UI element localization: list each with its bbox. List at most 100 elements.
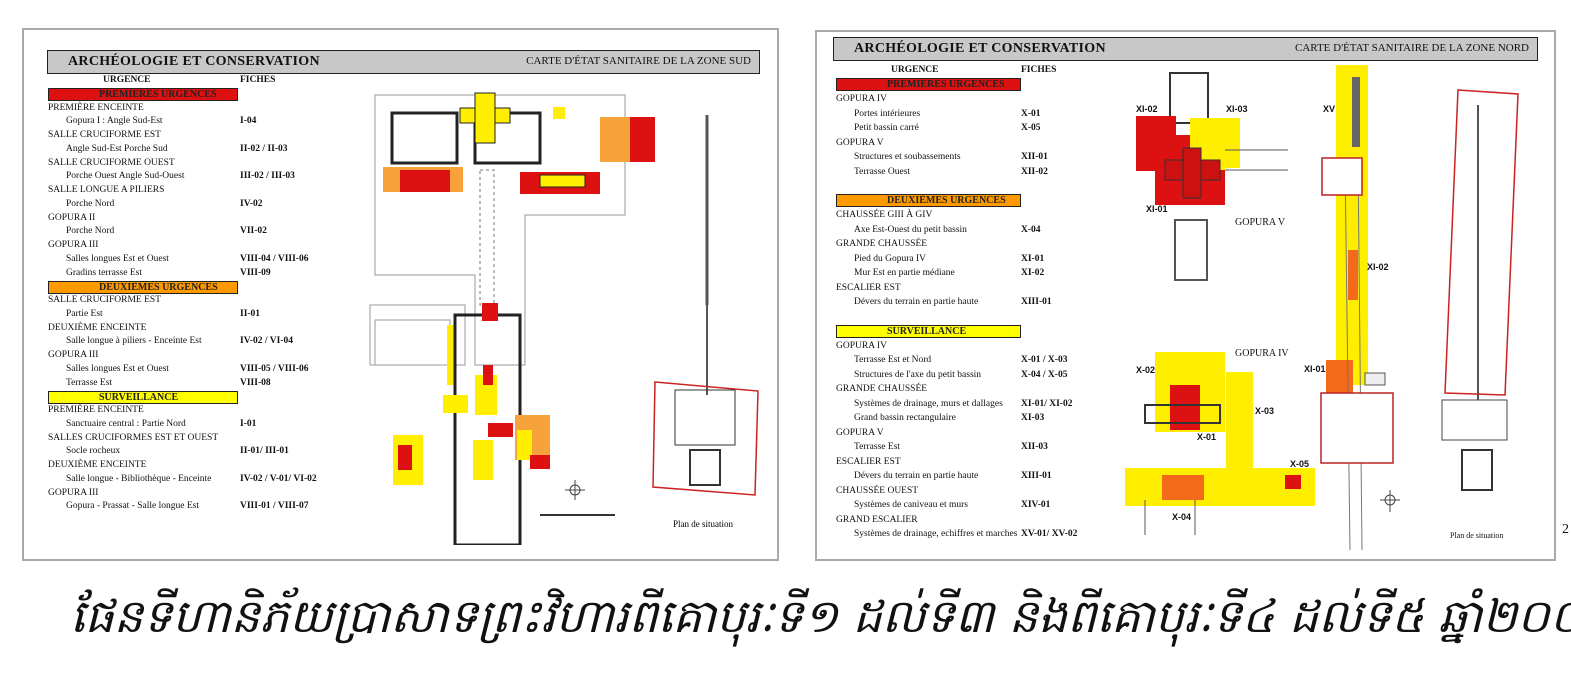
item-label: Axe Est-Ouest du petit bassin [854, 224, 967, 235]
monument-heading: DEUXIÈME ENCEINTE [48, 322, 348, 336]
item-label: Porche Nord [66, 226, 115, 237]
monument-heading: SALLE LONGUE A PILIERS [48, 184, 348, 198]
north-zone-header: ARCHÉOLOGIE ET CONSERVATION CARTE D'ÉTAT… [833, 37, 1538, 61]
monument-heading: GOPURA III [48, 239, 348, 253]
item-label: Petit bassin carré [854, 123, 919, 133]
header-title: ARCHÉOLOGIE ET CONSERVATION [854, 41, 1106, 56]
monument-heading: CHAUSSÉE GIII À GIV [836, 208, 1116, 223]
khmer-caption: ផែនទីហានិភ័យប្រាសាទព្រះវិហារពីគោបុរៈទី១ … [70, 589, 1571, 643]
fiche-code: VIII-08 [240, 377, 271, 388]
item-label: Mur Est en partie médiane [854, 268, 955, 278]
spacer [836, 310, 1116, 325]
monument-heading: PREMIÈRE ENCEINTE [48, 102, 348, 116]
list-item: Terrasse Est XII-03 [836, 440, 1116, 455]
monument-heading: GOPURA III [48, 349, 348, 363]
fiche-code: VIII-01 / VIII-07 [240, 501, 309, 512]
map-label: XI-02 [1136, 104, 1158, 114]
monument-heading: DEUXIÈME ENCEINTE [48, 459, 348, 473]
heading-label: CHAUSSÉE OUEST [836, 485, 919, 496]
map-label: X-05 [1290, 459, 1309, 469]
fiche-code: II-01/ III-01 [240, 446, 289, 457]
monument-heading: GRAND ESCALIER [836, 513, 1116, 528]
heading-label: SALLE LONGUE A PILIERS [48, 185, 165, 195]
heading-label: SALLE CRUCIFORME OUEST [48, 157, 175, 168]
monument-heading: CHAUSSÉE OUEST [836, 484, 1116, 499]
map-label: GOPURA V [1235, 217, 1286, 228]
item-label: Grand bassin rectangulaire [854, 413, 956, 423]
monument-heading: GOPURA II [48, 212, 348, 226]
fiche-code: II-01 [240, 308, 261, 319]
item-label: Socle rocheux [66, 446, 121, 457]
urgence-column-header: URGENCE [891, 65, 939, 75]
section-bar-row: PREMIERES URGENCES [836, 78, 1116, 93]
south-zone-header: ARCHÉOLOGIE ET CONSERVATION CARTE D'ÉTAT… [47, 50, 760, 74]
monument-heading: PREMIÈRE ENCEINTE [48, 404, 348, 418]
heading-label: GOPURA IV [836, 340, 887, 351]
heading-label: CHAUSSÉE GIII À GIV [836, 210, 933, 220]
plan-label: Plan de situation [1450, 531, 1503, 540]
fiche-code: XV-01/ XV-02 [1021, 529, 1078, 539]
heading-label: SALLE CRUCIFORME EST [48, 130, 161, 140]
location-frame [652, 381, 759, 496]
item-label: Gopura - Prassat - Salle longue Est [66, 501, 199, 512]
section-bar-premieres: PREMIERES URGENCES [48, 88, 238, 102]
monument-heading: GOPURA V [836, 136, 1116, 151]
fiches-column-header: FICHES [240, 75, 276, 85]
fiche-code: XI-02 [1021, 268, 1045, 278]
item-label: Terrasse Ouest [854, 166, 911, 177]
heading-label: PREMIÈRE ENCEINTE [48, 405, 144, 415]
map-label: XI-03 [1226, 104, 1248, 114]
item-label: Terrasse Est et Nord [854, 355, 932, 365]
map-label: XI-02 [1367, 262, 1389, 272]
section-bar-row: DEUXIÈMES URGENCES [48, 280, 348, 294]
item-label: Structures de l'axe du petit bassin [854, 369, 982, 380]
section-bar-row: SURVEILLANCE [836, 324, 1116, 339]
section-bar-deuxiemes: DEUXIÈMES URGENCES [48, 280, 238, 294]
urgence-column-header: URGENCE [103, 75, 151, 85]
gopura-v-frame [1321, 157, 1363, 196]
gopura-iii [474, 92, 496, 144]
map-label: X-04 [1172, 512, 1191, 522]
heading-label: GOPURA IV [836, 94, 887, 104]
item-label: Terrasse Est [854, 442, 901, 452]
fiche-code: XII-02 [1021, 166, 1048, 177]
heading-label: SALLES CRUCIFORMES EST ET OUEST [48, 432, 219, 443]
monument-heading: GOPURA IV [836, 339, 1116, 354]
heading-label: GRANDE CHAUSSÉE [836, 384, 928, 394]
south-zone-map: Plan de situation [369, 92, 759, 545]
fiche-code: IV-02 / VI-04 [240, 336, 293, 347]
item-label: Systèmes de drainage, murs et dallages [854, 398, 1003, 409]
item-label: Dévers du terrain en partie haute [854, 471, 979, 481]
item-label: Dévers du terrain en partie haute [854, 297, 979, 307]
heading-label: ESCALIER EST [836, 456, 901, 467]
section-bar-row: PREMIERES URGENCES [48, 88, 348, 102]
fiche-code: XII-03 [1021, 442, 1048, 452]
map-label: X-01 [1197, 432, 1216, 442]
compass-rose-icon [1380, 490, 1400, 512]
list-item: Gopura - Prassat - Salle longue Est VIII-… [48, 500, 348, 514]
item-label: Portes intérieures [854, 108, 921, 119]
grand-staircase [1352, 77, 1360, 147]
section-bar-surveillance: SURVEILLANCE [836, 324, 1021, 338]
fiche-code: VIII-05 / VIII-06 [240, 363, 309, 374]
header-title: ARCHÉOLOGIE ET CONSERVATION [68, 54, 320, 69]
section-bar-row: DEUXIÈMES URGENCES [836, 194, 1116, 209]
fiche-code: VIII-09 [240, 267, 271, 278]
item-label: Salle longue - Bibliothèque - Enceinte [66, 473, 212, 484]
map-label: XI-01 [1146, 204, 1168, 214]
monument-heading: ESCALIER EST [836, 281, 1116, 296]
fiche-code: XIV-01 [1021, 500, 1051, 510]
